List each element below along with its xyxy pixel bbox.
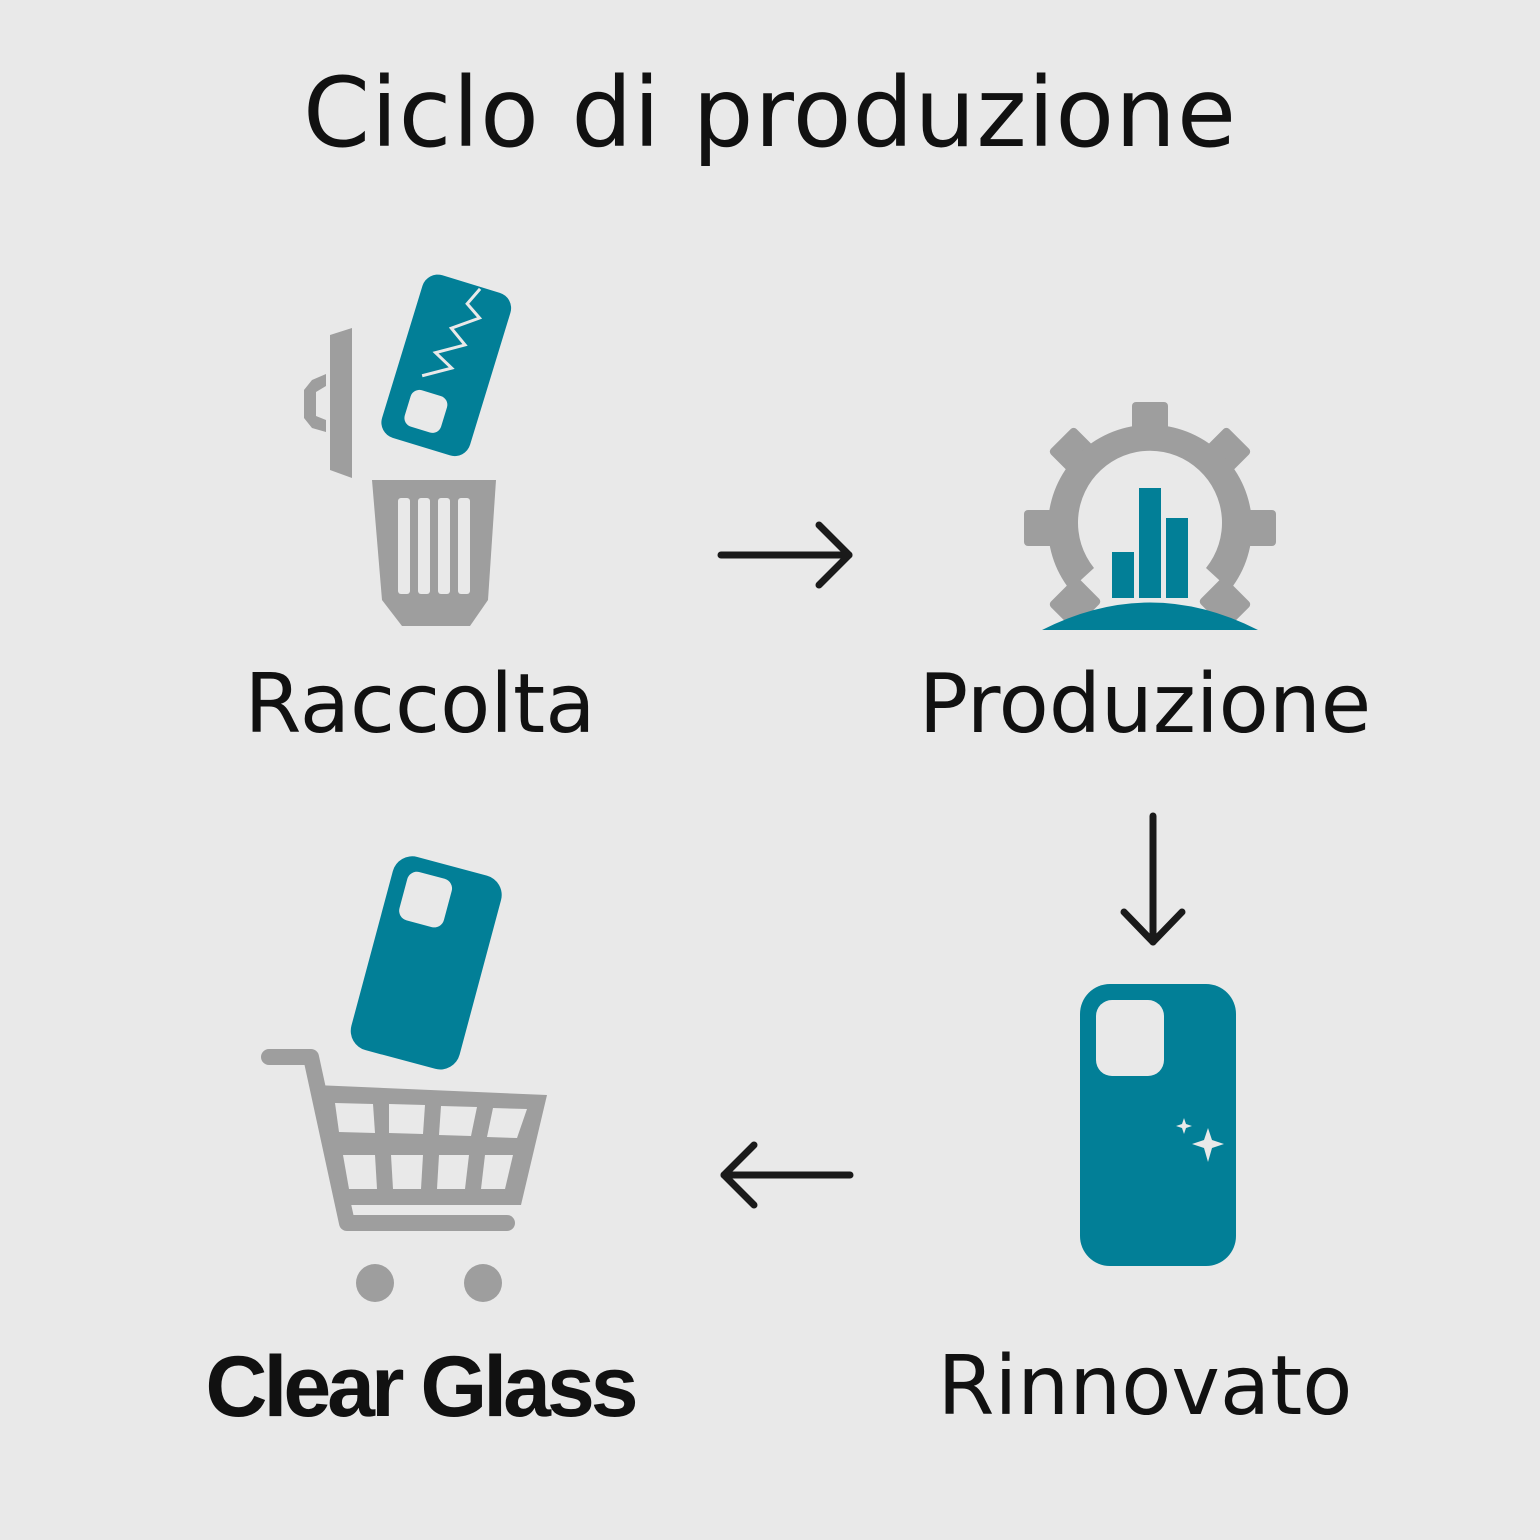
- step-label-clear-glass: Clear Glass: [205, 1339, 638, 1435]
- renewed-phone-icon: [1078, 980, 1240, 1272]
- diagram-title: Ciclo di produzione: [302, 57, 1238, 169]
- step-label-produzione: Produzione: [918, 657, 1372, 752]
- arrow-down-icon: [1115, 808, 1195, 958]
- trash-with-broken-phone-icon: [290, 270, 520, 640]
- shopping-cart-phone-icon: [255, 855, 555, 1310]
- gear-factory-icon: [1020, 400, 1280, 635]
- arrow-right-icon: [715, 515, 860, 595]
- step-label-rinnovato: Rinnovato: [937, 1339, 1353, 1434]
- step-label-raccolta: Raccolta: [244, 657, 596, 752]
- arrow-left-icon: [712, 1135, 857, 1215]
